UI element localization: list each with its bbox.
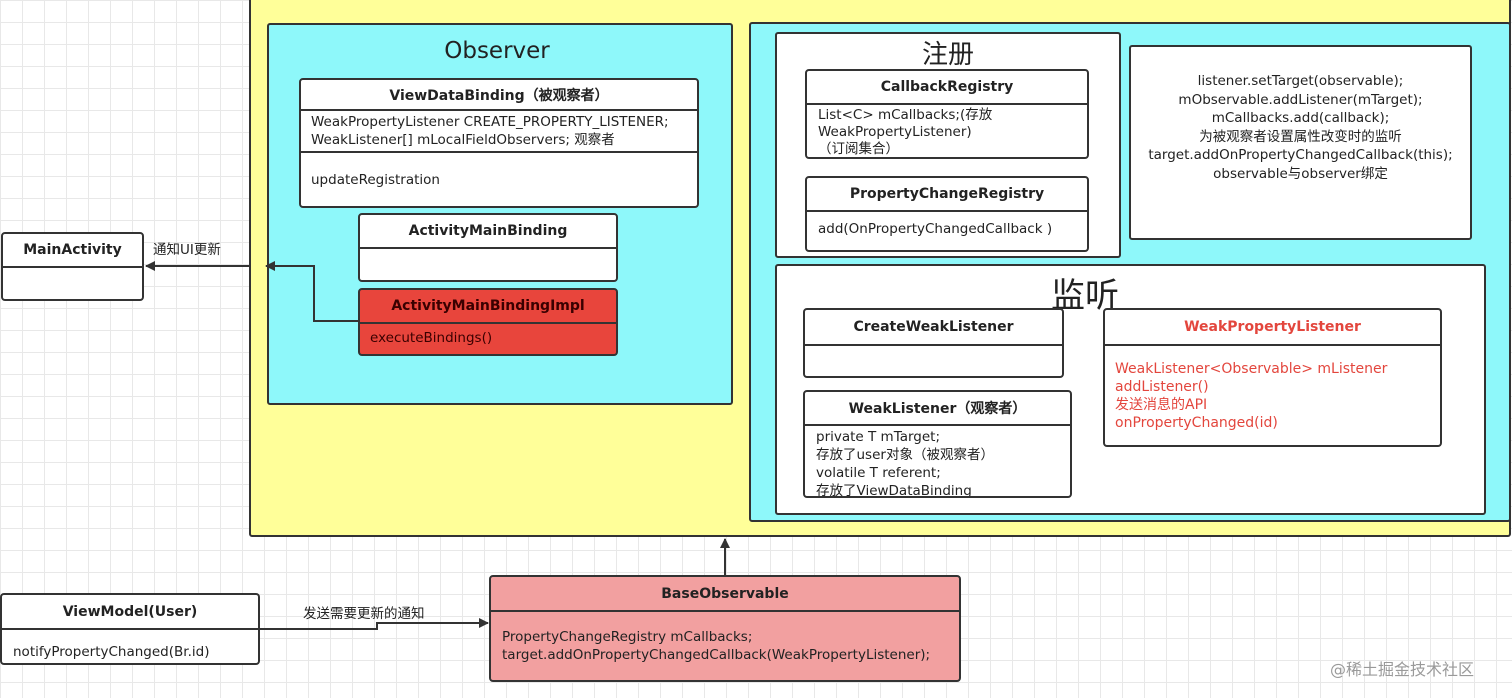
class-propertychangeregistry-name: PropertyChangeRegistry [807,178,1087,212]
class-viewmodel-name: ViewModel(User) [2,595,258,630]
class-createweaklistener-name: CreateWeakListener [805,310,1062,346]
class-mainactivity-body [3,268,142,272]
class-activitymainbindingimpl-body: executeBindings() [370,330,493,346]
class-callbackregistry[interactable]: CallbackRegistry List<C> mCallbacks;(存放 … [805,69,1089,159]
edge-send-update [260,618,489,630]
note-box: listener.setTarget(observable); mObserva… [1129,45,1472,240]
observer-title: Observer [444,38,550,64]
class-viewmodel-body: notifyPropertyChanged(Br.id) [13,644,210,660]
class-baseobservable-name: BaseObservable [491,577,959,612]
class-weaklistener[interactable]: WeakListener（观察者） private T mTarget; 存放了… [803,390,1072,498]
class-viewdatabinding-fields: WeakPropertyListener CREATE_PROPERTY_LIS… [301,111,697,153]
class-callbackregistry-name: CallbackRegistry [807,71,1087,105]
class-createweaklistener-body [805,346,1062,350]
class-activitymainbinding[interactable]: ActivityMainBinding [358,213,618,282]
edge-label-notify-ui: 通知UI更新 [153,242,221,258]
class-activitymainbindingimpl-name: ActivityMainBindingImpl [360,290,616,324]
class-createweaklistener[interactable]: CreateWeakListener [803,308,1064,378]
class-weaklistener-body: private T mTarget; 存放了user对象（被观察者） volat… [816,429,994,498]
class-activitymainbinding-name: ActivityMainBinding [360,215,616,249]
class-viewmodel[interactable]: ViewModel(User) notifyPropertyChanged(Br… [0,593,260,665]
class-viewdatabinding-methods: updateRegistration [311,172,440,188]
class-weakpropertylistener-name: WeakPropertyListener [1105,310,1440,346]
note-text: listener.setTarget(observable); mObserva… [1148,73,1453,182]
class-viewdatabinding[interactable]: ViewDataBinding（被观察者） WeakPropertyListen… [299,78,699,208]
class-weaklistener-name: WeakListener（观察者） [805,392,1070,426]
class-weakproperylistener[interactable]: WeakPropertyListener WeakListener<Observ… [1103,308,1442,447]
class-mainactivity-name: MainActivity [3,234,142,268]
class-callbackregistry-body: List<C> mCallbacks;(存放 WeakPropertyListe… [818,107,993,157]
class-viewdatabinding-name: ViewDataBinding（被观察者） [301,80,697,111]
class-weakpropertylistener-body: WeakListener<Observable> mListener addLi… [1115,361,1388,431]
class-propertychangeregistry[interactable]: PropertyChangeRegistry add(OnPropertyCha… [805,176,1089,252]
class-activitymainbinding-body [360,249,616,253]
class-mainactivity[interactable]: MainActivity [1,232,144,301]
edge-label-send-update: 发送需要更新的通知 [303,606,425,622]
register-title: 注册 [921,40,974,70]
class-baseobservable[interactable]: BaseObservable PropertyChangeRegistry mC… [489,575,961,682]
class-baseobservable-body: PropertyChangeRegistry mCallbacks; targe… [502,629,931,663]
watermark: @稀土掘金技术社区 [1330,660,1475,679]
class-activitymainbindingimpl[interactable]: ActivityMainBindingImpl executeBindings(… [358,288,618,356]
class-propertychangeregistry-body: add(OnPropertyChangedCallback ) [818,221,1053,237]
